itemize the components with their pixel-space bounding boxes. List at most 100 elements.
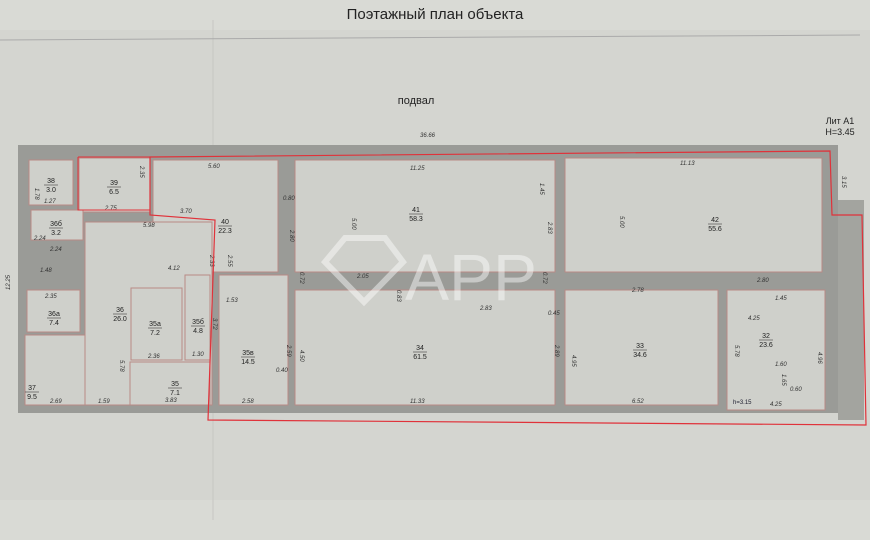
dimension-label: 2.55 [226,254,232,267]
rental-outline [149,150,867,426]
room-number: 35в [242,350,254,357]
room-area-value: 34.6 [633,352,647,359]
room-area-35 [129,361,211,406]
room-number: 40 [221,219,229,226]
room-number: 37 [28,385,36,392]
dimension-label: 0.72 [541,272,547,284]
room-number: 36а [48,311,60,318]
room-area-value: 7.1 [170,390,180,397]
room-number: 35а [149,321,161,328]
room-area-value: 7.4 [49,320,59,327]
dimension-label: 2.59 [285,344,291,357]
dimension-label: 4.96 [816,352,822,364]
dimension-label: 2.36 [147,354,160,360]
dimension-label: 2.80 [756,278,769,284]
room-area-value: 23.6 [759,342,773,349]
room-area-value: 14.5 [241,359,255,366]
dimension-label: 5.00 [350,218,356,230]
room-42: 42 55.6 [564,157,823,273]
room-area-34 [294,289,556,406]
dimension-label: 0.40 [276,368,288,374]
room-41: 41 58.3 [294,159,556,273]
dimension-label: 11.25 [410,166,425,172]
dimension-label: 1.59 [98,399,110,405]
watermark-logo: APP [320,235,537,314]
room-area-value: 55.6 [708,226,722,233]
dimension-label: 2.89 [553,344,559,357]
room-number: 35 [171,381,179,388]
room-area-value: 7.2 [150,330,160,337]
liter-height: H=3.45 [825,127,854,137]
dimension-label: 3.15 [840,176,846,188]
ceiling-note: h=3.15 [733,400,752,406]
plan-title: Поэтажный план объекта [346,6,524,23]
room-area-value: 6.5 [109,189,119,196]
liter-name: Лит А1 [826,116,855,126]
floor-label: подвал [398,95,435,107]
dimension-label: 4.12 [168,266,180,272]
dimension-label: 4.95 [570,355,576,367]
dimension-label: 5.00 [618,216,624,228]
room-35: 357.1 [129,361,211,406]
dimension-label: 0.83 [395,290,401,302]
room-area-39 [78,157,151,213]
dimension-label: 1.60 [775,362,787,368]
dimension-label: 11.33 [410,399,425,405]
side-dimension: 12.25 [6,274,12,290]
room-number: 39 [110,180,118,187]
dimension-label: 2.58 [241,399,254,405]
dimension-label: 1.65 [780,374,786,386]
dimension-label: 2.83 [479,306,492,312]
dimension-label: 3.72 [211,318,217,330]
entrance-stairs [838,200,864,420]
dimension-label: 4.25 [748,316,760,322]
room-number: 35б [192,318,204,326]
dimension-label: 2.05 [356,274,369,280]
room-area-41 [294,159,556,273]
room-area-35а [130,287,183,361]
dimension-label: 5.98 [143,223,155,229]
dimension-label: 2.35 [44,294,57,300]
room-area-value: 3.0 [46,187,56,194]
room-number: 32 [762,333,770,340]
dimension-label: 2.35 [138,165,144,178]
sheet-border [0,34,861,41]
room-number: 33 [636,343,644,350]
room-area-35в [218,274,289,406]
room-area-value: 22.3 [218,228,232,235]
room-area-value: 9.5 [27,394,37,401]
room-area-value: 26.0 [113,316,127,323]
room-area-32 [726,289,826,411]
dimension-label: 5.60 [208,164,220,170]
dimension-label: 2.33 [208,254,214,267]
dimension-label: 2.69 [49,399,62,405]
dimension-label: 1.78 [33,188,39,200]
dimension-label: 2.78 [631,288,644,294]
dimension-label: 6.52 [632,399,644,405]
dimension-label: 2.24 [33,236,46,242]
room-number: 38 [47,178,55,185]
room-number: 41 [412,207,420,214]
dimension-label: 5.78 [733,345,739,357]
room-number: 42 [711,217,719,224]
dimension-label: 0.80 [283,196,295,202]
dimension-label: 1.53 [226,298,238,304]
dimension-label: 0.60 [790,387,802,393]
room-37: 379.5 [24,334,86,406]
dimension-label: 4.50 [298,350,304,362]
dimension-label: 4.25 [770,402,782,408]
overall-dimension: 36.66 [420,133,436,139]
room-area-42 [564,157,823,273]
dimension-label: 2.24 [49,247,62,253]
room-39: 396.5 [78,157,151,213]
room-area-35б [184,274,211,361]
room-area-value: 58.3 [409,216,423,223]
dimension-label: 3.83 [165,398,177,404]
room-number: 36 [116,307,124,314]
